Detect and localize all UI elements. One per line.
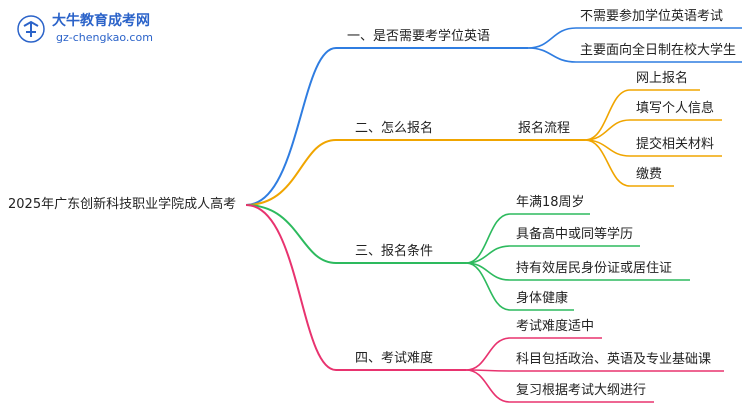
connector-root-branch3 <box>245 204 337 264</box>
branch-2-sub-label: 报名流程 <box>518 121 571 136</box>
branch-3-leaf-4: 身体健康 <box>516 291 569 306</box>
branch-4-leaf-2: 科目包括政治、英语及专业基础课 <box>516 352 712 367</box>
branch-4-label: 四、考试难度 <box>355 351 434 366</box>
branch-1-label: 一、是否需要考学位英语 <box>347 29 491 44</box>
connector-root-branch4 <box>245 204 337 371</box>
logo-mark <box>16 14 46 44</box>
connector-branch4-leaf3 <box>465 369 511 403</box>
logo-url: gz-chengkao.com <box>56 31 153 44</box>
branch-2-leaf-1: 网上报名 <box>636 71 689 86</box>
branch-3-leaf-1: 年满18周岁 <box>516 195 585 210</box>
connector-sub2-leaf1 <box>584 89 631 141</box>
branch-2-leaf-4: 缴费 <box>636 167 663 182</box>
branch-2-leaf-2: 填写个人信息 <box>636 101 715 116</box>
connector-branch3-leaf1 <box>465 213 511 264</box>
connector-branch3-leaf4 <box>465 262 511 311</box>
root-node: 2025年广东创新科技职业学院成人高考 <box>8 197 237 212</box>
branch-4-leaf-3: 复习根据考试大纲进行 <box>516 383 647 398</box>
logo-bull-icon <box>17 15 45 43</box>
branch-1-leaf-1: 不需要参加学位英语考试 <box>580 9 724 24</box>
connector-sub2-leaf2 <box>584 119 631 141</box>
branch-4-leaf-1: 考试难度适中 <box>516 319 595 334</box>
branch-2-label: 二、怎么报名 <box>355 121 434 136</box>
connector-sub2-leaf4 <box>584 139 631 187</box>
connector-branch1-leaf1 <box>527 27 577 49</box>
connector-branch4-leaf1 <box>465 337 511 371</box>
logo-title: 大牛教育成考网 <box>52 13 150 29</box>
branch-1-leaf-2: 主要面向全日制在校大学生 <box>580 43 737 58</box>
branch-3-leaf-2: 具备高中或同等学历 <box>516 227 634 242</box>
connector-root-branch1 <box>245 47 337 206</box>
branch-2-leaf-3: 提交相关材料 <box>636 137 715 152</box>
connector-branch1-leaf2 <box>527 47 577 63</box>
connector-root-branch2 <box>245 139 337 206</box>
branch-3-label: 三、报名条件 <box>355 244 434 259</box>
branch-3-leaf-3: 持有效居民身份证或居住证 <box>516 261 673 276</box>
